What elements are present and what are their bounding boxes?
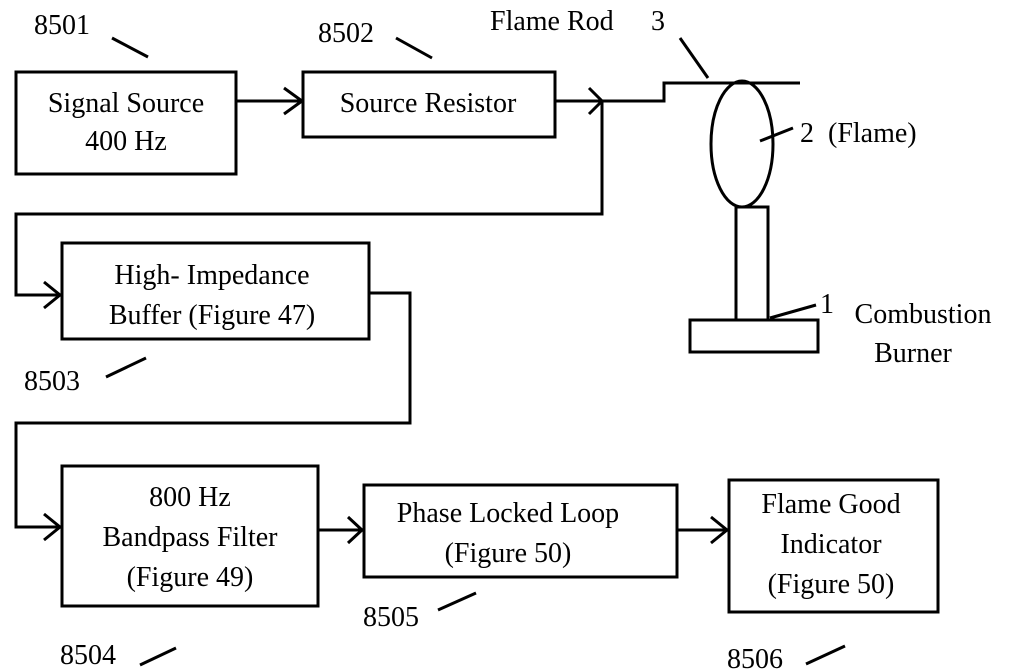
ref-8503-leader — [105, 356, 147, 379]
burner-pipe — [734, 205, 770, 322]
ref-8502-leader — [395, 36, 433, 60]
burner-label-1: Combustion — [855, 299, 992, 330]
flame-ellipse — [709, 79, 775, 209]
ref-8502: 8502 — [318, 18, 374, 49]
high-impedance-buffer-block — [60, 241, 371, 341]
flame-leader — [759, 126, 794, 143]
source-resistor-label: Source Resistor — [340, 88, 517, 119]
phase-locked-loop-block — [362, 483, 679, 579]
bandpass-filter-label-2: Bandpass Filter — [103, 522, 279, 553]
bandpass-filter-block — [60, 464, 320, 608]
pll-to-indicator-arrowhead — [710, 515, 730, 545]
flame-rod-leader — [678, 37, 710, 79]
flame-number: 2 — [800, 118, 814, 149]
buffer-label-2: Buffer (Figure 47) — [109, 300, 315, 331]
ref-8504-leader — [139, 646, 177, 667]
source-resistor-block — [301, 70, 557, 139]
ref-8501-leader — [111, 36, 149, 59]
flame-rod-number: 3 — [651, 6, 665, 37]
indicator-label-2: Indicator — [780, 529, 882, 560]
indicator-label-1: Flame Good — [761, 489, 900, 520]
pll-label-1: Phase Locked Loop — [397, 498, 619, 529]
burner-number: 1 — [820, 289, 834, 320]
node-to-buffer-line — [14, 101, 604, 297]
ref-8503: 8503 — [24, 366, 80, 397]
ref-8505-leader — [437, 591, 477, 612]
ref-8504: 8504 — [60, 640, 116, 670]
burner-base — [688, 318, 820, 354]
burner-label-2: Burner — [874, 338, 952, 369]
flame-good-indicator-block — [727, 478, 940, 614]
signal-source-label-2: 400 Hz — [85, 126, 167, 157]
bandpass-filter-label-3: (Figure 49) — [127, 562, 254, 593]
bandpass-filter-label-1: 800 Hz — [149, 482, 231, 513]
buffer-label-1: High- Impedance — [114, 260, 309, 291]
flame-label: (Flame) — [828, 118, 917, 149]
filter-to-pll-arrowhead — [346, 515, 365, 545]
ref-8505: 8505 — [363, 602, 419, 633]
signal-source-label-1: Signal Source — [48, 88, 204, 119]
node-to-buffer-arrowhead — [43, 280, 63, 310]
ref-8501: 8501 — [34, 10, 90, 41]
burner-leader — [769, 303, 817, 320]
ref-8506: 8506 — [727, 644, 783, 670]
buffer-to-filter-arrowhead — [43, 512, 63, 542]
flame-rod-label: Flame Rod — [490, 6, 614, 37]
pll-label-2: (Figure 50) — [445, 538, 572, 569]
node-to-flame-rod-wire — [602, 81, 800, 103]
ref-8506-leader — [805, 644, 846, 666]
indicator-label-3: (Figure 50) — [768, 569, 895, 600]
buffer-to-filter-line — [14, 291, 412, 529]
signal-source-block — [14, 70, 238, 176]
signal-to-resistor-arrowhead — [283, 86, 305, 116]
